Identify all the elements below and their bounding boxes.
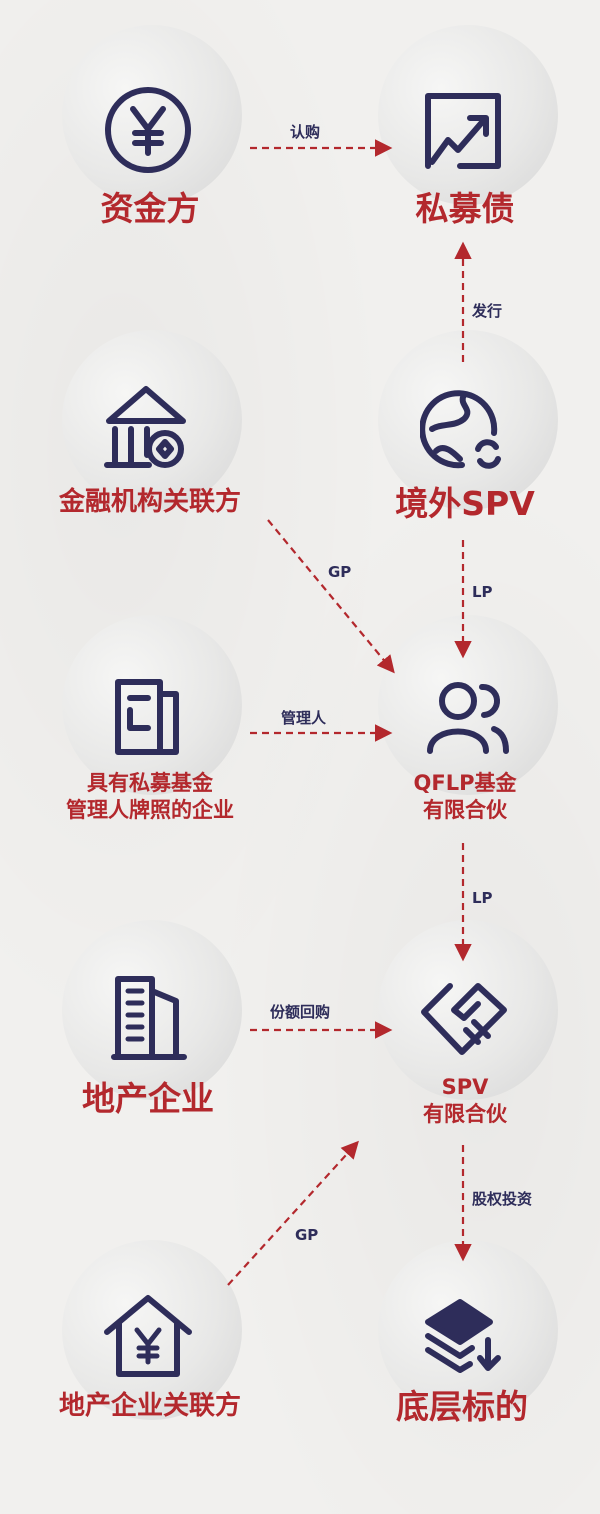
- node-label-qflp: QFLP基金有限合伙: [414, 770, 517, 825]
- node-label-underlying: 底层标的: [396, 1387, 528, 1426]
- node-label-private-bond: 私募债: [415, 189, 515, 228]
- arrow-gp2: [227, 1140, 359, 1286]
- handshake-icon: [420, 980, 510, 1070]
- document-icon: [108, 672, 198, 762]
- growth-chart-icon: [420, 88, 510, 178]
- edge-label-equity: 股权投资: [472, 1190, 533, 1208]
- node-bg-circle: [62, 1240, 242, 1420]
- layers-icon: [420, 1290, 510, 1380]
- yen-coin-icon: [103, 85, 193, 175]
- node-label-offshore-spv: 境外SPV: [395, 484, 535, 523]
- node-label-fin-affiliate: 金融机构关联方: [58, 487, 242, 517]
- bank-icon: [103, 383, 193, 473]
- edge-label-lp1: LP: [472, 583, 493, 601]
- edge-label-subscribe: 认购: [290, 123, 321, 141]
- node-label-investor: 资金方: [100, 189, 200, 228]
- arrow-gp1: [267, 519, 395, 674]
- label-line: 具有私募基金: [87, 771, 213, 795]
- edge-label-gp2: GP: [295, 1226, 319, 1244]
- label-line: 有限合伙: [422, 798, 507, 823]
- edge-label-gp1: GP: [328, 563, 352, 581]
- node-label-dev-affiliate: 地产企业关联方: [58, 1391, 242, 1421]
- users-icon: [422, 675, 512, 765]
- house-yen-icon: [103, 1292, 193, 1382]
- label-line: SPV: [441, 1075, 489, 1099]
- building-icon: [108, 975, 198, 1065]
- node-label-developer: 地产企业: [82, 1079, 214, 1118]
- label-line: QFLP基金: [413, 771, 517, 795]
- node-bg-circle: [378, 330, 558, 510]
- edge-label-lp2: LP: [472, 889, 493, 907]
- edge-label-issue: 发行: [472, 302, 503, 320]
- node-bg-circle: [62, 615, 242, 795]
- node-bg-circle: [378, 25, 558, 205]
- edge-label-manager: 管理人: [281, 709, 327, 727]
- node-label-spv-lp: SPV 有限合伙: [423, 1074, 507, 1129]
- label-line: 有限合伙: [423, 1102, 507, 1127]
- edge-label-buyback: 份额回购: [270, 1003, 331, 1021]
- node-label-pe-manager: 具有私募基金管理人牌照的企业: [66, 770, 234, 825]
- label-line: 管理人牌照的企业: [66, 798, 234, 823]
- globe-icon: [419, 385, 510, 475]
- node-bg-circle: [62, 25, 242, 205]
